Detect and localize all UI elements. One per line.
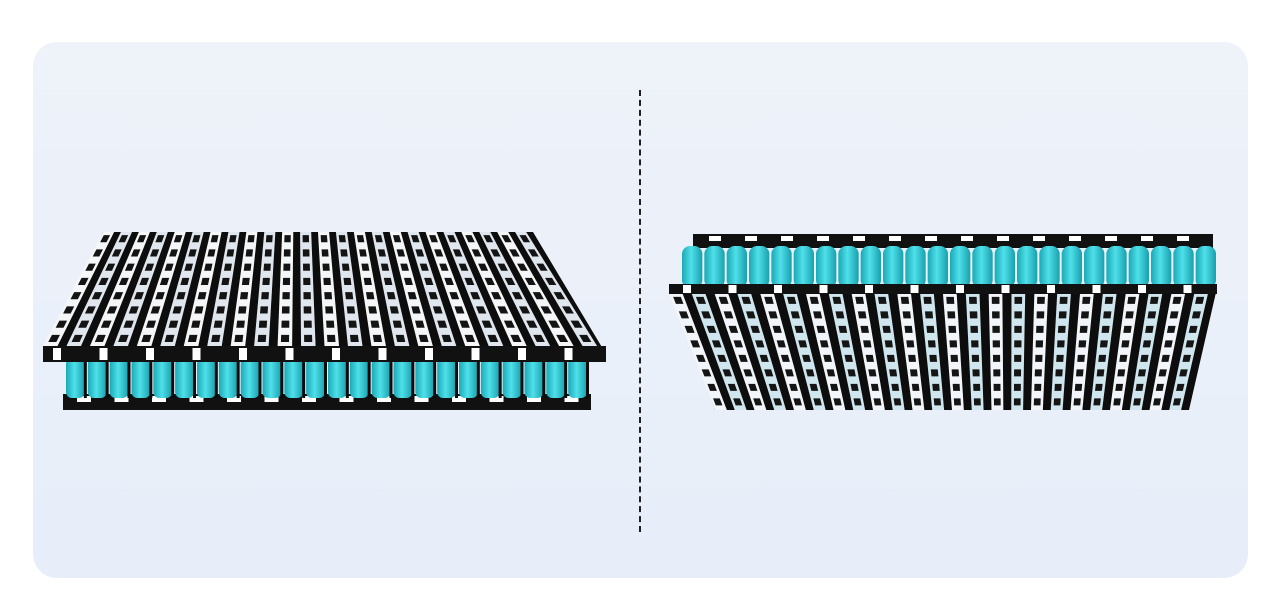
battery-cell bbox=[175, 358, 194, 398]
battery-cell bbox=[1039, 246, 1060, 288]
image-panel bbox=[33, 42, 1248, 578]
battery-cell bbox=[131, 358, 151, 398]
battery-cell bbox=[749, 246, 770, 288]
battery-cell bbox=[459, 358, 478, 398]
battery-cell bbox=[502, 358, 522, 398]
dashed-divider bbox=[639, 90, 641, 532]
battery-cell bbox=[1084, 246, 1105, 288]
battery-cell bbox=[87, 358, 107, 398]
battery-cell bbox=[371, 358, 391, 398]
battery-cell bbox=[218, 358, 238, 398]
battery-cell bbox=[1061, 246, 1082, 288]
battery-cell bbox=[1128, 246, 1149, 288]
battery-cell bbox=[726, 246, 747, 288]
top-holder-deck bbox=[43, 232, 606, 362]
battery-cell bbox=[262, 358, 282, 398]
battery-cell bbox=[1195, 246, 1216, 288]
battery-cell bbox=[682, 246, 703, 288]
battery-cell bbox=[704, 246, 725, 288]
battery-cell bbox=[1173, 246, 1194, 288]
battery-cell bbox=[883, 246, 904, 288]
battery-cell bbox=[994, 246, 1015, 288]
battery-cell bbox=[153, 358, 173, 398]
cylindrical-cells bbox=[66, 358, 589, 398]
battery-cell bbox=[838, 246, 859, 288]
battery-cell bbox=[1151, 246, 1172, 288]
battery-cell bbox=[437, 358, 456, 398]
cylindrical-cells bbox=[682, 246, 1216, 288]
battery-pack-top-view bbox=[669, 232, 1219, 412]
battery-cell bbox=[1106, 246, 1127, 288]
holder-face bbox=[669, 284, 1217, 410]
battery-cell bbox=[972, 246, 993, 288]
battery-cell bbox=[480, 358, 500, 398]
battery-cell bbox=[415, 358, 435, 398]
battery-cell bbox=[349, 358, 369, 398]
battery-cell bbox=[328, 358, 347, 398]
battery-cell bbox=[66, 358, 85, 398]
battery-cell bbox=[1017, 246, 1038, 288]
battery-cell bbox=[109, 358, 129, 398]
battery-cell bbox=[905, 246, 926, 288]
battery-cell bbox=[771, 246, 792, 288]
battery-cell bbox=[950, 246, 971, 288]
battery-cell bbox=[524, 358, 544, 398]
battery-cell bbox=[927, 246, 948, 288]
battery-cell bbox=[793, 246, 814, 288]
battery-cell bbox=[568, 358, 587, 398]
top-rail bbox=[693, 234, 1213, 248]
battery-cell bbox=[860, 246, 881, 288]
battery-cell bbox=[284, 358, 304, 398]
battery-cell bbox=[197, 358, 216, 398]
battery-pack-front-view bbox=[43, 228, 613, 418]
battery-cell bbox=[393, 358, 413, 398]
battery-cell bbox=[306, 358, 325, 398]
battery-cell bbox=[546, 358, 566, 398]
battery-cell bbox=[816, 246, 837, 288]
battery-cell bbox=[240, 358, 260, 398]
